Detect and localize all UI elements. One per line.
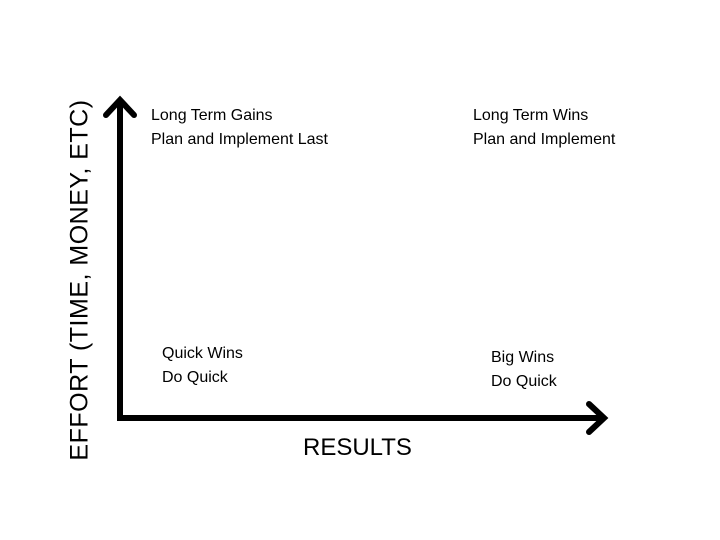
quadrant-top-right: Long Term Wins Plan and Implement bbox=[473, 104, 615, 152]
quadrant-title: Quick Wins bbox=[162, 345, 243, 362]
quadrant-action: Plan and Implement Last bbox=[151, 131, 328, 148]
y-axis-arrowhead bbox=[103, 95, 137, 118]
x-axis-arrowhead bbox=[586, 401, 609, 435]
quadrant-title: Big Wins bbox=[491, 349, 555, 366]
x-axis-label: RESULTS bbox=[303, 434, 412, 461]
quadrant-top-left: Long Term Gains Plan and Implement Last bbox=[151, 104, 328, 152]
quadrant-action: Do Quick bbox=[162, 369, 228, 386]
quadrant-action: Plan and Implement bbox=[473, 131, 616, 148]
y-axis-label: EFFORT (TIME, MONEY, ETC) bbox=[65, 99, 94, 461]
quadrant-bottom-left: Quick Wins Do Quick bbox=[162, 342, 243, 390]
quadrant-title: Long Term Wins bbox=[473, 107, 589, 124]
quadrant-action: Do Quick bbox=[491, 373, 557, 390]
quadrant-bottom-right: Big Wins Do Quick bbox=[491, 346, 557, 394]
quadrant-title: Long Term Gains bbox=[151, 107, 273, 124]
